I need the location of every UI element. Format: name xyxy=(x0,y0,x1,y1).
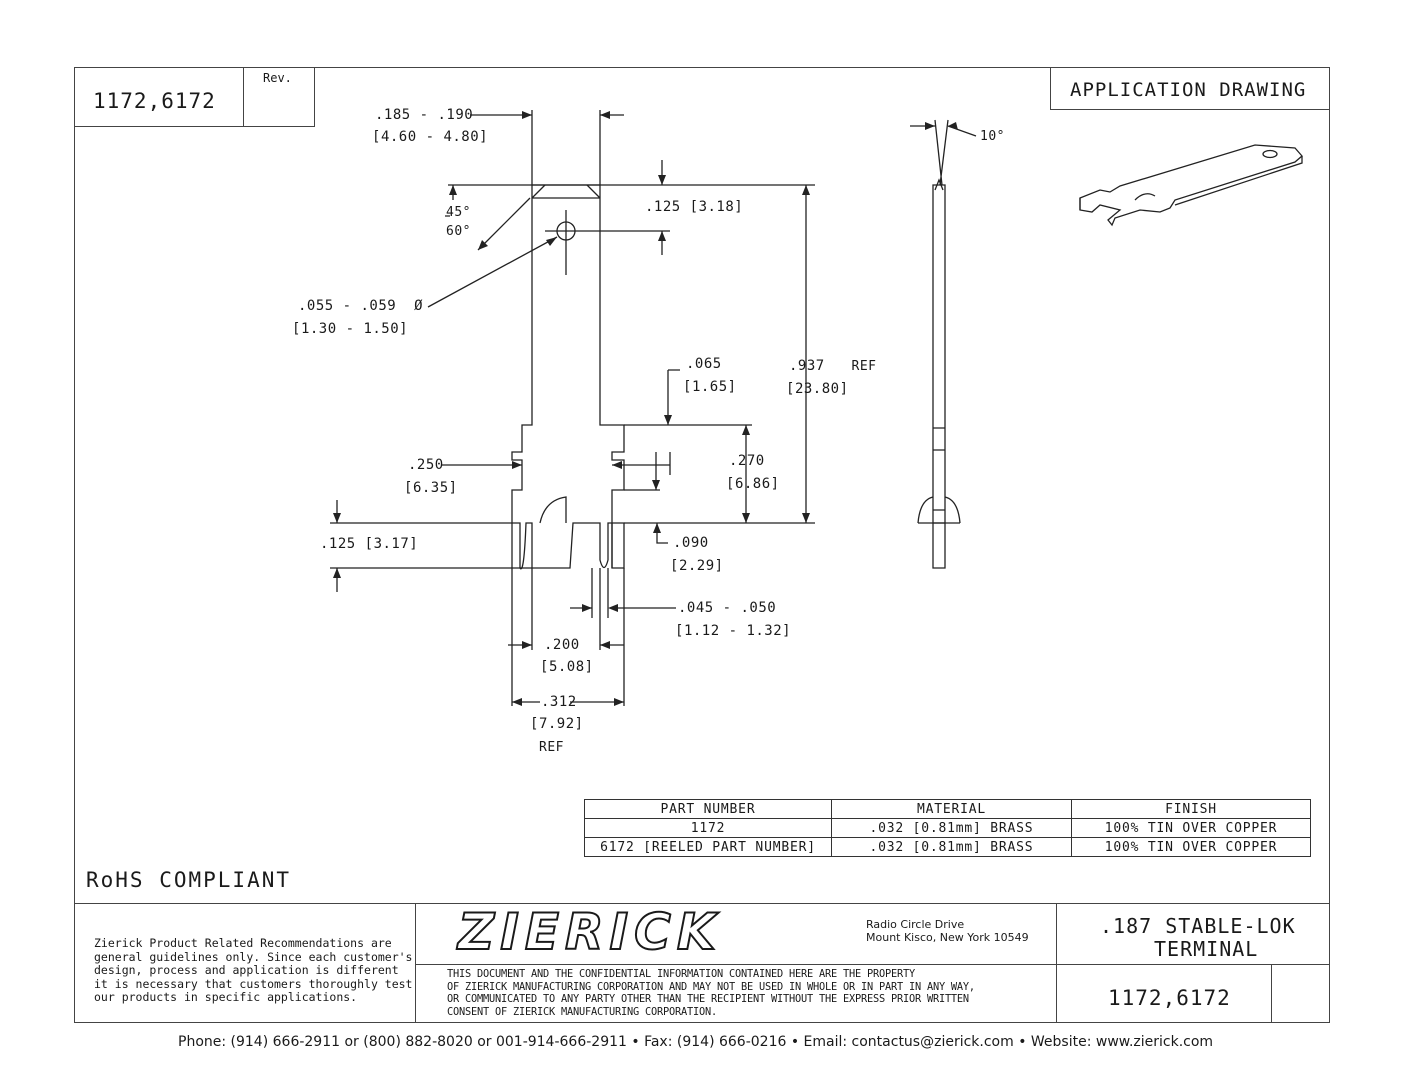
dim-notch-mm: [1.65] xyxy=(683,379,737,395)
dim-slot-width-mm: [1.12 - 1.32] xyxy=(675,623,792,639)
confidential-line: THIS DOCUMENT AND THE CONFIDENTIAL INFOR… xyxy=(447,968,915,980)
rev-cell xyxy=(1271,964,1330,1023)
address-line-1: Radio Circle Drive xyxy=(866,918,965,931)
dim-leg-spacing: .200 xyxy=(544,637,580,653)
dim-width-top-mm: [4.60 - 4.80] xyxy=(372,129,489,145)
disclaimer: Zierick Product Related Recommendations … xyxy=(94,936,413,1005)
dim-slot-width: .045 - .050 xyxy=(678,600,777,616)
drawing-type-label: APPLICATION DRAWING xyxy=(1070,79,1307,101)
confidential-notice: THIS DOCUMENT AND THE CONFIDENTIAL INFOR… xyxy=(447,968,975,1018)
confidential-line: CONSENT OF ZIERICK MANUFACTURING CORPORA… xyxy=(447,1005,717,1018)
dim-overall-width-mm: [7.92] xyxy=(530,716,584,732)
dim-slot-offset-mm: [2.29] xyxy=(670,558,724,574)
dim-hole-dia: .055 - .059 Ø xyxy=(298,298,424,314)
dim-overall-width-ref: REF xyxy=(539,740,564,755)
header-part-number: PART NUMBER xyxy=(584,799,832,819)
drawing-type-box xyxy=(1050,67,1330,110)
dim-slot-offset: .090 xyxy=(673,535,709,551)
disclaimer-line: it is necessary that customers thoroughl… xyxy=(94,976,413,991)
cell-material: .032 [0.81mm] BRASS xyxy=(831,837,1072,857)
dim-barb-width: .250 xyxy=(408,457,444,473)
header-finish: FINISH xyxy=(1071,799,1311,819)
cell-part-number: 1172 xyxy=(584,818,832,838)
dim-barb-width-mm: [6.35] xyxy=(404,480,458,496)
address-line-2: Mount Kisco, New York 10549 xyxy=(866,931,1029,944)
title-part-numbers: 1172,6172 xyxy=(1108,986,1231,1010)
dim-angle-45: 45° xyxy=(446,205,471,220)
dim-barb-height: .270 xyxy=(729,453,765,469)
cell-finish: 100% TIN OVER COPPER xyxy=(1071,837,1311,857)
rev-label: Rev. xyxy=(263,71,292,85)
table-row: 1172 .032 [0.81mm] BRASS 100% TIN OVER C… xyxy=(584,818,1311,838)
table-row: 6172 [REELED PART NUMBER] .032 [0.81mm] … xyxy=(584,837,1311,857)
disclaimer-line: design, process and application is diffe… xyxy=(94,963,399,977)
product-title-line-1: .187 STABLE-LOK xyxy=(1100,914,1296,938)
dim-overall-width: .312 xyxy=(541,694,577,710)
parts-table: PART NUMBER MATERIAL FINISH 1172 .032 [0… xyxy=(584,799,1311,857)
dim-total-len: .937 REF xyxy=(789,358,877,374)
rohs-compliant: RoHS COMPLIANT xyxy=(86,868,292,892)
dim-slot-depth: .125 [3.17] xyxy=(320,536,419,552)
terminal-outline xyxy=(511,184,625,570)
isometric-terminal xyxy=(1079,144,1303,227)
dim-barb-height-mm: [6.86] xyxy=(726,476,780,492)
disclaimer-line: our products in specific applications. xyxy=(94,990,358,1004)
footer-contact: Phone: (914) 666-2911 or (800) 882-8020 … xyxy=(178,1034,1214,1050)
header-part-numbers: 1172,6172 xyxy=(93,89,216,113)
cell-finish: 100% TIN OVER COPPER xyxy=(1071,818,1311,838)
company-logo: ZIERICK xyxy=(457,902,722,962)
rev-box xyxy=(243,67,315,127)
cell-part-number: 6172 [REELED PART NUMBER] xyxy=(584,837,832,857)
parts-table-header: PART NUMBER MATERIAL FINISH xyxy=(584,799,1311,819)
confidential-line: OR COMMUNICATED TO ANY PARTY OTHER THAN … xyxy=(447,993,969,1005)
dim-hole-offset: .125 [3.18] xyxy=(645,199,744,215)
header-material: MATERIAL xyxy=(831,799,1072,819)
confidential-line: OF ZIERICK MANUFACTURING CORPORATION AND… xyxy=(447,980,975,993)
disclaimer-line: general guidelines only. Since each cust… xyxy=(94,949,413,964)
dim-leg-spacing-mm: [5.08] xyxy=(540,659,594,675)
cell-material: .032 [0.81mm] BRASS xyxy=(831,818,1072,838)
dim-hole-dia-mm: [1.30 - 1.50] xyxy=(292,321,409,337)
dim-total-len-mm: [23.80] xyxy=(786,381,849,397)
disclaimer-line: Zierick Product Related Recommendations … xyxy=(94,936,392,950)
dim-side-angle: 10° xyxy=(980,129,1005,144)
product-title-line-2: TERMINAL xyxy=(1154,937,1259,961)
dim-angle-60: 60° xyxy=(446,224,471,239)
dim-width-top: .185 - .190 xyxy=(375,107,474,123)
dim-notch: .065 xyxy=(686,356,722,372)
